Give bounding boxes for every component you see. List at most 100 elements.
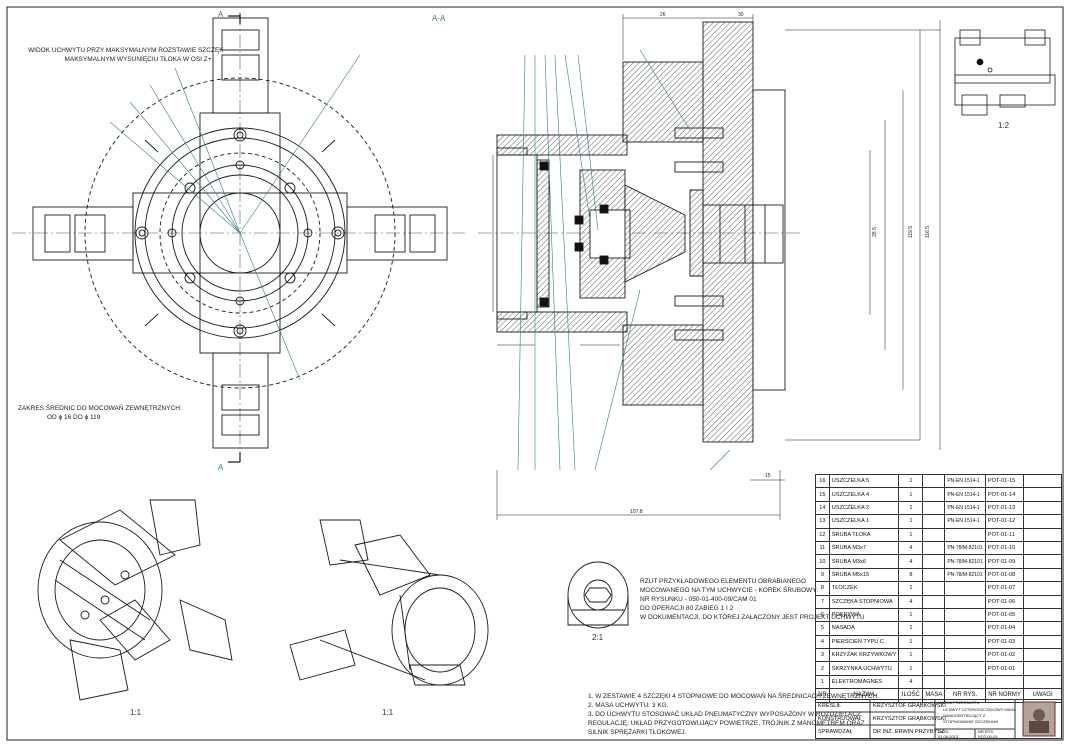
drawn-label: KREŚLIŁ [818, 703, 842, 709]
bom-name: USZCZELKA 2 [828, 500, 900, 516]
bom-name: KRZYŻAK KRZYWKOWY [828, 648, 900, 663]
bom-qty: 1 [898, 527, 924, 542]
bom-qty: 1 [898, 621, 924, 636]
bom-standard: PN-EN 1514-1 [944, 514, 986, 529]
bom-standard [944, 527, 986, 542]
bom-code: POT-01-01 [984, 661, 1025, 676]
bom-qty: 1 [898, 648, 924, 663]
bom-nr: 12 [815, 527, 830, 542]
bom-mass [922, 581, 946, 596]
bom-name: ELEKTROMAGNES [828, 674, 900, 690]
bom-remarks [1023, 540, 1062, 556]
check-by: DR INŻ. ERWIN PRZYBYSZ [873, 729, 945, 735]
bom-nr: 11 [815, 540, 830, 556]
bom-code: POT-01-13 [984, 500, 1025, 516]
bom-standard [944, 621, 986, 636]
bom-mass [922, 674, 946, 690]
bom-nr: 6 [815, 607, 830, 623]
bom-mass [922, 594, 946, 609]
dim-right-2: 116.5 [925, 225, 932, 239]
bom-name: TŁOCZEK [828, 581, 900, 596]
cutting-plane-markers [228, 14, 241, 463]
example-note-line5: W DOKUMENTACJI, DO KTÓREJ ZAŁĄCZONY JEST… [640, 614, 865, 621]
bom-code: POT-01-04 [984, 621, 1025, 636]
bom-name: USZCZELKA 5 [828, 473, 900, 489]
example-note-line1: RZUT PRZYKŁADOWEGO ELEMENTU OBRABIANEGO [640, 578, 807, 585]
general-note-2: 2. MASA UCHWYTU: 3 KG. [588, 702, 669, 709]
bom-nr: 1 [815, 674, 830, 690]
bom-nr: 5 [815, 621, 830, 636]
bom-qty: 1 [898, 487, 924, 502]
bom-qty: 1 [898, 473, 924, 489]
dim-top-1: 26 [660, 12, 666, 18]
bom-code: POT-01-10 [984, 540, 1025, 556]
view-caption-line2: MAKSYMALNYM WYSUNIĘCIU TŁOKA W OSI Z+ [64, 56, 212, 63]
scale-iso-left: 1:1 [130, 708, 142, 717]
view-caption-line1: WIDOK UCHWYTU PRZY MAKSYMALNYM ROZSTAWIE… [28, 47, 228, 54]
design-label: KONSTRUOWAŁ [818, 716, 862, 722]
title-line1: UCHWYT CZTEROSZCZĘKOWY MASA [943, 707, 1016, 712]
general-note-1: 1. W ZESTAWIE 4 SZCZĘKI 4 STOPNIOWE DO M… [588, 693, 880, 700]
bom-code [984, 674, 1025, 690]
section-leaders [517, 49, 731, 471]
bom-name: ŚRUBA M3x6 [828, 554, 900, 569]
title-block-grid [815, 699, 1062, 739]
front-view [12, 12, 465, 462]
general-note-3: 3. DO UCHWYTU STOSOWAĆ UKŁAD PNEUMATYCZN… [588, 711, 863, 718]
bom-qty: 4 [898, 554, 924, 569]
bom-mass [922, 514, 946, 529]
thumbnail-view [954, 29, 1056, 116]
bom-nr: 4 [815, 634, 830, 650]
range-note-line2: OD ϕ 16 DO ϕ 119 [47, 414, 101, 421]
bom-mass [922, 554, 946, 569]
bom-name: USZCZELKA 4 [828, 487, 900, 502]
bom-qty: 4 [898, 594, 924, 609]
bom-mass [922, 540, 946, 556]
bom-remarks [1023, 634, 1062, 650]
bom-nr: 14 [815, 500, 830, 516]
bom-code: POT-01-11 [984, 527, 1025, 542]
bom-code: POT-01-08 [984, 567, 1025, 583]
title-block: KREŚLIŁ KRZYSZTOF GRĄBKOWSKI KONSTRUOWAŁ… [815, 699, 1062, 739]
bom-qty: 8 [898, 567, 924, 583]
bom-qty: 1 [898, 634, 924, 650]
bom-name: SZCZĘKA STOPNIOWA [828, 594, 900, 609]
bom-mass [922, 527, 946, 542]
bom-name: USZCZELKA 1 [828, 514, 900, 529]
bom-mass [922, 607, 946, 623]
isometric-view-left [37, 499, 233, 701]
bom-remarks [1023, 554, 1062, 569]
front-view-leaders [109, 54, 361, 381]
bom-standard [944, 607, 986, 623]
bom-mass [922, 661, 946, 676]
check-label: SPRAWDZAŁ [818, 729, 853, 735]
bom-remarks [1023, 527, 1062, 542]
section-title: A-A [432, 14, 446, 23]
bom-nr: 7 [815, 594, 830, 609]
general-note-5: SILNIK SPRĘŻARKI TŁOKOWEJ. [588, 729, 687, 736]
bom-mass [922, 634, 946, 650]
bom-nr: 9 [815, 567, 830, 583]
bom-nr: 15 [815, 487, 830, 502]
bom-remarks [1023, 607, 1062, 623]
example-note-line2: MOCOWANEGO NA TYM UCHWYCIE - KOREK ŚRUBO… [640, 587, 819, 594]
bom-mass [922, 473, 946, 489]
drawn-by: KRZYSZTOF GRĄBKOWSKI [873, 703, 946, 709]
bom-code: POT-01-09 [984, 554, 1025, 569]
bom-name: ŚRUBA M3x7 [828, 540, 900, 556]
bom-mass [922, 500, 946, 516]
bom-standard: PN-EN 1514-1 [944, 473, 986, 489]
bom-standard: PN-78/M-82101 [944, 540, 986, 556]
